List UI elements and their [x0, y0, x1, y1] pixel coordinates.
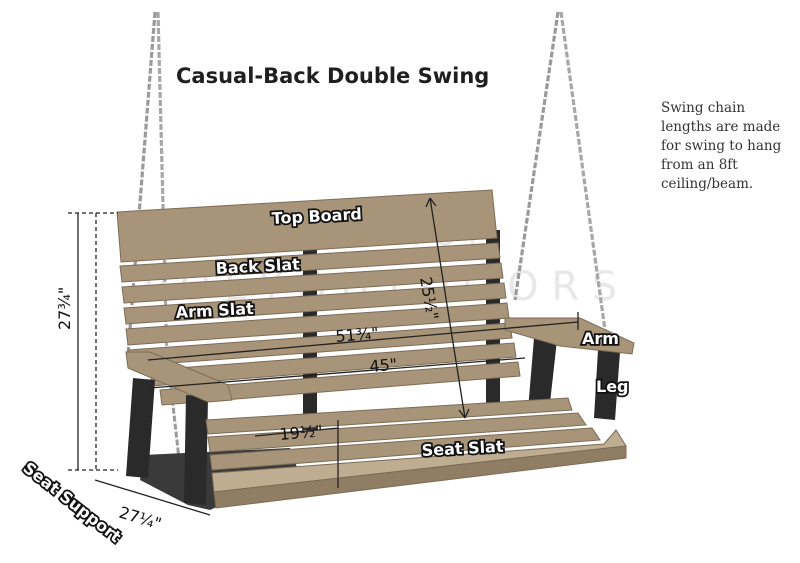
right-arm — [504, 317, 635, 355]
left-arm — [125, 351, 233, 403]
left-front-leg — [184, 395, 208, 505]
dim-seat-depth: 19½" — [279, 421, 324, 444]
dim-overall-width-line — [147, 321, 579, 361]
chain-left-front — [126, 11, 157, 356]
dim-overall-depth-line — [94, 479, 211, 516]
chain-right-back — [559, 11, 607, 331]
back-slats — [119, 242, 521, 406]
dimension-lines — [68, 197, 579, 516]
dimension-labels: 25½" 51¾" 45" 19½" 27¾" 27¼" — [55, 275, 442, 533]
dim-seat-width-line — [149, 357, 526, 389]
chain-length-note: Swing chain lengths are made for swing t… — [661, 100, 782, 192]
dim-seat-depth-line — [254, 427, 339, 437]
right-front-leg — [594, 350, 620, 420]
dim-back-height-line — [429, 197, 466, 419]
dim-overall-height: 27¾" — [55, 287, 74, 330]
dim-overall-width: 51¾" — [335, 323, 380, 346]
chains — [126, 11, 607, 496]
chain-left-back — [156, 11, 169, 361]
label-seat-support: Seat Support — [20, 458, 126, 546]
right-leg — [528, 338, 557, 412]
top-board — [116, 189, 498, 263]
seat-slats — [205, 397, 627, 509]
right-arm-assembly — [504, 317, 635, 420]
diagram-title: Casual-Back Double Swing — [176, 64, 490, 88]
left-back-leg — [126, 378, 155, 478]
label-leg: Leg — [596, 377, 629, 396]
label-arm: Arm — [582, 329, 619, 348]
label-seat-slat: Seat Slat — [421, 437, 504, 460]
dim-overall-depth: 27¼" — [117, 503, 164, 534]
label-arm-slat: Arm Slat — [175, 299, 254, 322]
chain-right-front — [513, 11, 560, 301]
dim-seat-width: 45" — [369, 355, 398, 376]
